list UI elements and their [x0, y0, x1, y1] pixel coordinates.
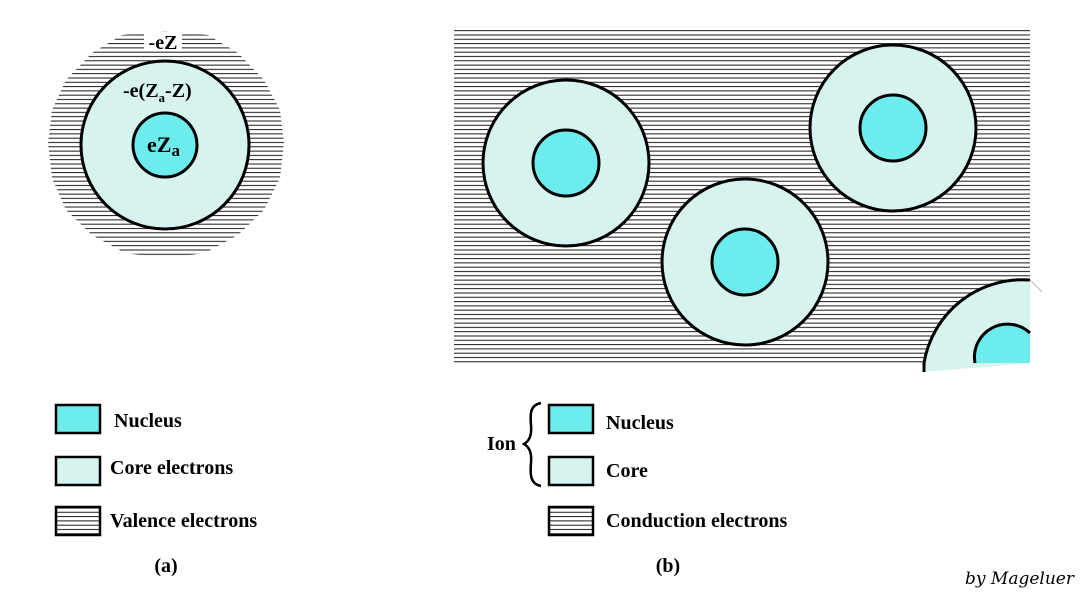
- legend-a: Nucleus Core electrons Valence electrons…: [54, 403, 257, 577]
- ion-nucleus-partial-edge: [972, 322, 1032, 364]
- ion: [481, 78, 651, 248]
- legend-label-valence: Valence electrons: [110, 510, 257, 532]
- ion-brace: [521, 401, 542, 488]
- legend-label-conduction: Conduction electrons: [606, 510, 788, 532]
- legend-label-core-b: Core: [606, 460, 648, 482]
- core-charge-label: -e(Za-Z): [123, 80, 192, 105]
- legend-swatch-nucleus-b: [547, 403, 595, 435]
- legend-swatch-valence: [54, 505, 102, 537]
- caption-b: (b): [656, 555, 680, 577]
- outer-charge-label: -eZ: [149, 32, 178, 54]
- author-signature: by Mageluer: [965, 569, 1075, 589]
- ion-partial-tail: [1029, 279, 1043, 293]
- legend-label-nucleus: Nucleus: [114, 410, 182, 432]
- ion-nucleus: [531, 128, 601, 198]
- legend-swatch-core: [54, 455, 102, 487]
- legend-swatch-nucleus: [54, 403, 102, 435]
- ion-core-partial-edge: [922, 278, 1031, 372]
- ion-nucleus: [858, 93, 928, 163]
- ion: [660, 177, 830, 347]
- ion-bracket-label: Ion: [487, 433, 516, 455]
- panel-b-metal: [454, 27, 1043, 372]
- ion-partial: [922, 278, 1043, 372]
- legend-b: Ion Nucleus Core Conduction electrons (b…: [487, 401, 788, 577]
- caption-a: (a): [154, 555, 177, 577]
- ion-nucleus: [710, 227, 780, 297]
- panel-a-atom: -eZ -e(Za-Z) eZa: [48, 31, 284, 258]
- legend-label-nucleus-b: Nucleus: [606, 412, 674, 434]
- nucleus: [131, 111, 199, 179]
- ion-nucleus-partial: [974, 324, 1030, 363]
- legend-swatch-core-b: [547, 455, 595, 487]
- ion: [808, 43, 978, 213]
- legend-swatch-conduction: [547, 505, 595, 537]
- legend-label-core: Core electrons: [110, 457, 233, 479]
- nucleus-charge-label: eZa: [147, 132, 180, 160]
- outer-charge-backdrop: [144, 33, 182, 51]
